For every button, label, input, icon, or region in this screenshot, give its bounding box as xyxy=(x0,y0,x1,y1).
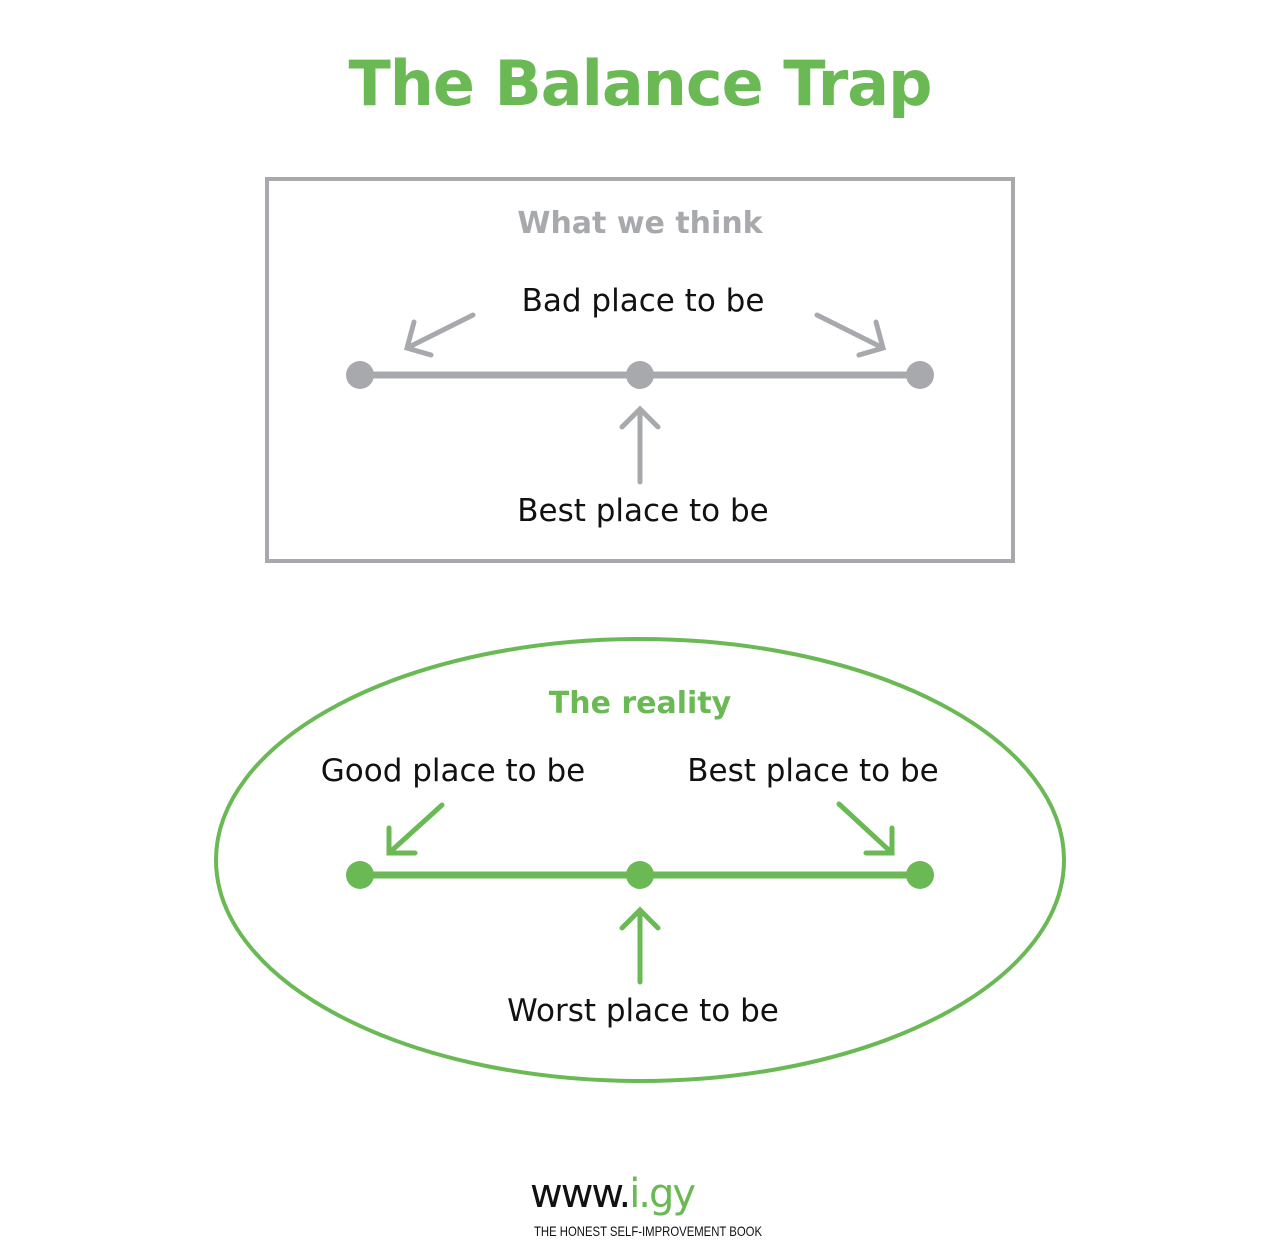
what-we-think-panel: What we think Bad place to be Best place… xyxy=(265,177,1015,563)
footer: www.i.gy THE HONEST SELF-IMPROVEMENT BOO… xyxy=(530,1171,763,1239)
panel-heading: The reality xyxy=(549,686,732,721)
arrow-down-left-icon xyxy=(386,802,445,856)
arrow-up-icon xyxy=(619,405,661,485)
left-end-dot xyxy=(346,861,374,889)
panel-heading: What we think xyxy=(517,206,763,241)
reality-panel: The reality Good place to be Best place … xyxy=(214,637,1066,1083)
arrow-left-icon xyxy=(403,312,476,358)
left-end-dot xyxy=(346,361,374,389)
middle-dot xyxy=(626,861,654,889)
right-end-dot xyxy=(906,861,934,889)
arrow-down-right-icon xyxy=(836,801,895,856)
panel-ellipse xyxy=(214,637,1066,1083)
url-prefix: www. xyxy=(530,1171,629,1217)
bad-place-label: Bad place to be xyxy=(522,283,765,319)
arrow-up-icon xyxy=(619,906,661,985)
worst-place-label: Worst place to be xyxy=(507,993,779,1029)
panel-border xyxy=(265,177,1015,563)
arrow-right-icon xyxy=(814,312,887,358)
diagram-title: The Balance Trap xyxy=(348,47,931,120)
right-end-dot xyxy=(906,361,934,389)
footer-url[interactable]: www.i.gy xyxy=(530,1171,697,1217)
best-place-label: Best place to be xyxy=(517,493,768,529)
good-place-label: Good place to be xyxy=(321,753,585,789)
url-domain: i.gy xyxy=(629,1171,695,1217)
footer-tagline: THE HONEST SELF-IMPROVEMENT BOOK xyxy=(534,1223,763,1239)
middle-dot xyxy=(626,361,654,389)
best-place-label: Best place to be xyxy=(687,753,938,789)
